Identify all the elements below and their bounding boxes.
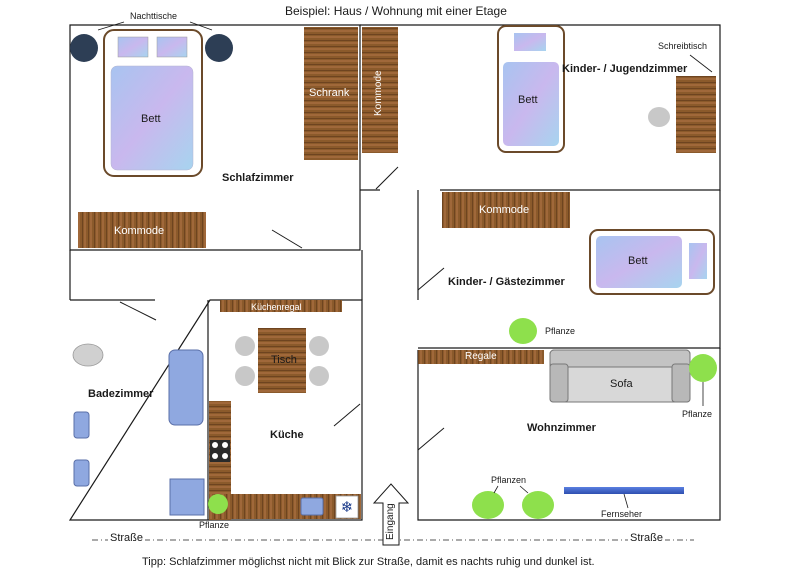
label-desk: Schreibtisch <box>658 41 708 51</box>
label-sofa: Sofa <box>610 378 633 390</box>
label-nightstands: Nachttische <box>130 11 178 21</box>
kitchen-sink <box>300 497 324 516</box>
label-plant-kitchen: Pflanze <box>199 520 230 530</box>
label-dresser-top: Kommode <box>373 70 384 116</box>
fridge-snowflake-icon: ❄ <box>335 495 359 519</box>
label-dresser-guest: Kommode <box>479 204 530 216</box>
room-kids-guest: Kinder- / Gästezimmer <box>448 276 565 288</box>
sofa <box>549 349 691 403</box>
room-bedroom: Schlafzimmer <box>222 172 294 184</box>
label-plant-living: Pflanze <box>682 409 713 419</box>
label-bed-youth: Bett <box>518 94 538 106</box>
label-street-right: Straße <box>628 532 666 544</box>
snowflake-glyph: ❄ <box>341 498 354 516</box>
bathtub <box>168 349 204 426</box>
diagram-title: Beispiel: Haus / Wohnung mit einer Etage <box>285 4 507 18</box>
stove-icon <box>210 440 230 462</box>
plant-kitchen <box>208 494 228 514</box>
label-kitchen-shelf: Küchenregal <box>251 302 302 312</box>
label-tv: Fernseher <box>601 509 643 519</box>
room-kids-youth: Kinder- / Jugendzimmer <box>562 63 688 75</box>
entrance-arrow <box>372 483 410 546</box>
dresser-guest <box>442 192 570 228</box>
bed-youth <box>497 25 565 153</box>
wardrobe <box>304 27 358 160</box>
door-swings <box>119 166 445 451</box>
kitchen-shelf <box>220 300 342 312</box>
label-table: Tisch <box>271 354 297 366</box>
label-street-left: Straße <box>108 532 146 544</box>
label-plant-guest: Pflanze <box>545 326 576 336</box>
shelves <box>418 350 544 364</box>
desk <box>676 76 716 153</box>
tip-text: Tipp: Schlafzimmer möglichst nicht mit B… <box>142 556 595 568</box>
shower <box>169 478 205 516</box>
chairs <box>235 336 329 386</box>
desk-chair <box>648 107 670 127</box>
label-bed-guest: Bett <box>628 255 648 267</box>
plant-living-right <box>689 354 717 382</box>
dining-table <box>258 328 306 393</box>
label-plants-living: Pflanzen <box>491 475 527 485</box>
label-wardrobe: Schrank <box>309 87 350 99</box>
nightstand-right <box>205 34 233 62</box>
tv <box>564 487 684 494</box>
room-living: Wohnzimmer <box>527 422 596 434</box>
bed-master <box>103 29 203 177</box>
label-dresser-bedroom: Kommode <box>114 225 165 237</box>
bath-sink <box>72 343 104 367</box>
label-entrance: Eingang <box>385 503 396 540</box>
label-shelves: Regale <box>465 351 497 362</box>
room-kitchen: Küche <box>270 429 304 441</box>
dresser-bedroom <box>78 212 206 248</box>
bed-guest <box>589 229 715 295</box>
toilet-1 <box>73 411 90 439</box>
nightstand-left <box>70 34 98 62</box>
dresser-top <box>362 27 398 153</box>
plant-guest <box>509 318 537 344</box>
label-bed-master: Bett <box>141 113 161 125</box>
room-bathroom: Badezimmer <box>88 388 154 400</box>
plants-living <box>472 491 554 519</box>
toilet-2 <box>73 459 90 487</box>
